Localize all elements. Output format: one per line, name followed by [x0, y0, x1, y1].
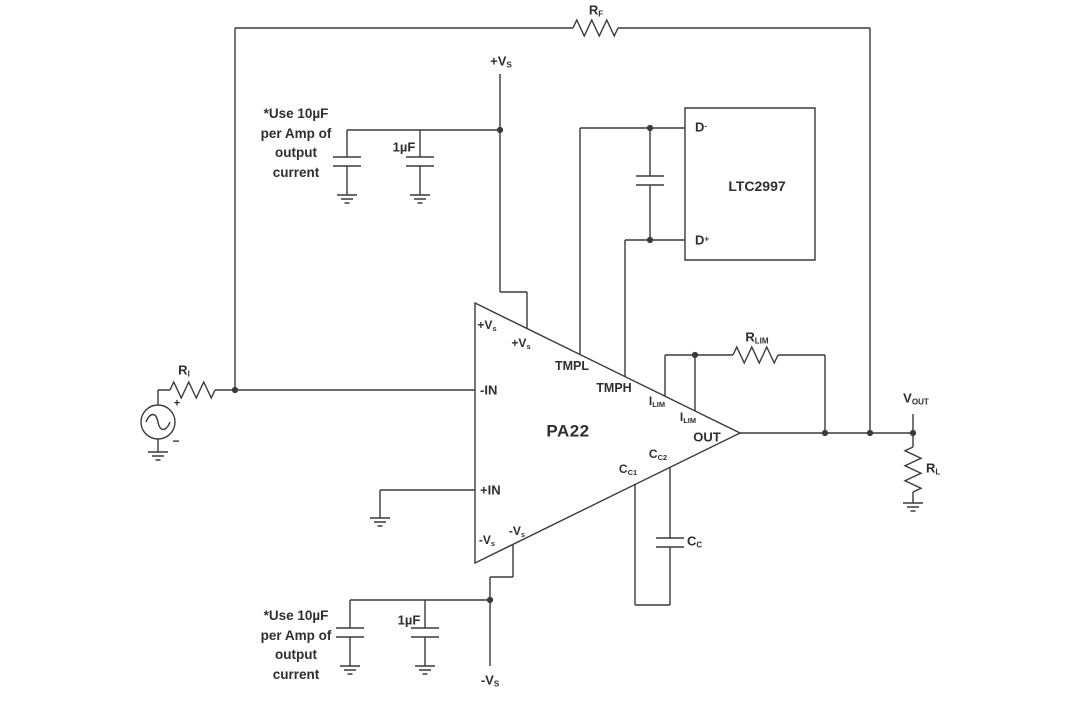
capacitor-sensor — [635, 175, 665, 186]
wire — [665, 355, 825, 433]
note-bottom: *Use 10µF per Amp of output current — [260, 608, 332, 682]
input-source — [141, 382, 475, 461]
supply-decoupling-top — [332, 74, 527, 329]
output-network — [740, 414, 924, 512]
resistor-ri — [170, 382, 215, 398]
wire — [740, 414, 913, 503]
label-source-minus: − — [172, 434, 180, 448]
label-rl: RL — [926, 460, 941, 477]
feedback-network — [235, 20, 870, 433]
resistor-rl — [905, 447, 921, 492]
noninverting-input — [369, 490, 475, 527]
label-vs-bottom: -VS — [480, 672, 500, 689]
compensation-network — [635, 467, 685, 605]
label-vs-pin-outer: +Vs — [477, 318, 497, 334]
label-neg-in: -IN — [480, 382, 498, 398]
label-pa22: PA22 — [546, 421, 590, 441]
capacitor-1uf-top — [405, 156, 435, 167]
label-neg-vs-inner: -Vs — [508, 524, 526, 540]
opamp-pa22 — [475, 303, 740, 666]
label-rlim: RLIM — [745, 329, 769, 346]
wire — [350, 600, 490, 666]
wire — [380, 490, 475, 518]
label-ltc2997: LTC2997 — [728, 178, 786, 194]
label-vout: VOUT — [903, 390, 929, 407]
label-ilim-2: ILIM — [679, 410, 697, 426]
sine-icon — [146, 415, 170, 430]
label-rf: RF — [588, 2, 604, 19]
wire — [158, 390, 475, 452]
label-neg-vs-outer: -Vs — [478, 533, 496, 549]
label-cc1: CC1 — [618, 462, 638, 478]
ltc2997-sensor — [580, 108, 815, 377]
wire — [347, 130, 420, 195]
note-top: *Use 10µF per Amp of output current — [260, 106, 332, 180]
wire — [235, 28, 870, 433]
wire — [635, 467, 670, 605]
wire — [347, 74, 527, 329]
ltc2997-box — [685, 108, 815, 260]
supply-decoupling-bottom — [335, 596, 494, 675]
label-vs-top: +VS — [490, 53, 512, 70]
resistor-rf — [573, 20, 618, 36]
label-pos-in: +IN — [480, 482, 501, 498]
capacitor-cc — [655, 537, 685, 548]
label-source-plus: + — [173, 397, 181, 410]
wire — [490, 545, 513, 666]
label-1uf-bottom: 1µF — [397, 612, 421, 628]
label-vs-pin-inner: +Vs — [511, 336, 531, 352]
resistor-rlim — [733, 347, 778, 363]
capacitor-1uf-bottom — [410, 627, 440, 638]
label-ilim-1: ILIM — [648, 394, 666, 410]
label-cc2: CC2 — [648, 447, 668, 463]
opamp-triangle — [475, 303, 740, 563]
wire — [580, 128, 685, 240]
label-1uf-top: 1µF — [392, 139, 416, 155]
label-tmph: TMPH — [596, 380, 632, 395]
current-limit-network — [665, 347, 825, 433]
label-tmpl: TMPL — [554, 358, 590, 373]
label-d-plus: D+ — [695, 232, 710, 248]
label-d-minus: D- — [695, 119, 708, 135]
label-cc: CC — [687, 533, 703, 550]
wire — [580, 128, 625, 377]
label-out: OUT — [693, 429, 721, 445]
label-ri: RI — [178, 362, 190, 379]
